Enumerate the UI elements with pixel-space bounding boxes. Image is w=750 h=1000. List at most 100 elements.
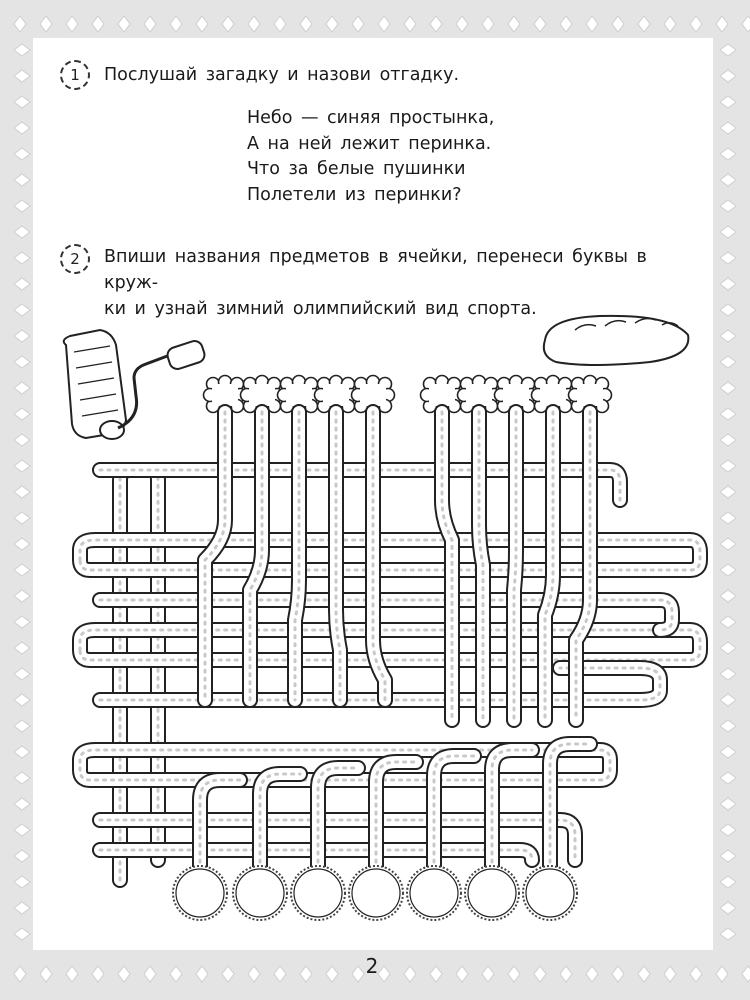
lace-ornament (273, 965, 287, 983)
lace-ornament (13, 745, 31, 759)
bread-loaf-icon (542, 314, 690, 366)
lace-ornament (13, 355, 31, 369)
lace-ornament (13, 771, 31, 785)
maze-tube (426, 748, 482, 878)
lace-ornament (719, 537, 737, 551)
lace-ornament (403, 965, 417, 983)
lace-ornament (13, 719, 31, 733)
lace-ornament (13, 563, 31, 577)
lace-ornament (689, 15, 703, 33)
lace-ornament (13, 121, 31, 135)
lace-ornament (719, 589, 737, 603)
paint-roller-icon (62, 328, 206, 440)
lace-ornament (719, 485, 737, 499)
lace-ornament (13, 511, 31, 525)
lace-ornament (325, 15, 339, 33)
maze-tube (484, 742, 540, 878)
lace-ornament (689, 965, 703, 983)
maze-tube (92, 592, 680, 638)
answer-circles (172, 865, 578, 921)
lace-ornament (719, 511, 737, 525)
maze-tube (92, 462, 628, 508)
lace-ornament (719, 433, 737, 447)
lace-ornament (719, 771, 737, 785)
lace-ornament (13, 147, 31, 161)
lace-ornament (351, 15, 365, 33)
maze-tube (92, 812, 583, 868)
lace-ornament (719, 693, 737, 707)
lace-ornament (719, 563, 737, 577)
answer-circle[interactable] (522, 865, 578, 921)
lace-ornament (195, 15, 209, 33)
riddle-line: Полетели из перинки? (247, 184, 462, 205)
lace-ornament (585, 965, 599, 983)
lace-ornament (13, 615, 31, 629)
lace-ornament (247, 15, 261, 33)
lace-ornament (325, 965, 339, 983)
lace-ornament (247, 965, 261, 983)
lace-ornament (719, 147, 737, 161)
lace-ornament (481, 15, 495, 33)
lace-ornament (13, 965, 27, 983)
maze-tube (72, 742, 618, 788)
lace-ornament (533, 965, 547, 983)
lace-ornament (719, 381, 737, 395)
lace-ornament (13, 693, 31, 707)
lace-ornament (719, 615, 737, 629)
lace-ornament (719, 875, 737, 889)
lace-ornament (351, 965, 365, 983)
lace-ornament (719, 95, 737, 109)
lace-ornament (611, 15, 625, 33)
lace-ornament (719, 355, 737, 369)
lace-ornament (169, 15, 183, 33)
lace-ornament (719, 121, 737, 135)
riddle-line: Небо — синяя простынка, (247, 108, 495, 128)
lace-ornament (719, 849, 737, 863)
lace-ornament (13, 901, 31, 915)
lace-ornament (377, 15, 391, 33)
maze-tube (365, 404, 393, 708)
lace-ornament (663, 15, 677, 33)
lace-ornament (13, 485, 31, 499)
lace-ornament (719, 407, 737, 421)
lace-ornament (13, 225, 31, 239)
lace-ornament (719, 797, 737, 811)
lace-ornament (221, 15, 235, 33)
lace-ornament (403, 15, 417, 33)
lace-ornament (719, 823, 737, 837)
task-2-instruction-line: ки и узнай зимний олимпийский вид спорта… (104, 299, 537, 319)
lace-ornament (169, 965, 183, 983)
lace-ornament (91, 965, 105, 983)
answer-circle[interactable] (232, 865, 288, 921)
lace-ornament (637, 15, 651, 33)
answer-circle[interactable] (290, 865, 346, 921)
lace-ornament (719, 277, 737, 291)
answer-circle[interactable] (348, 865, 404, 921)
answer-circle[interactable] (464, 865, 520, 921)
lace-ornament (13, 407, 31, 421)
maze-tube (542, 736, 598, 878)
lace-ornament (13, 15, 27, 33)
maze-tube (72, 532, 708, 578)
lace-ornament (741, 965, 750, 983)
riddle-line: Что за белые пушинки (247, 159, 466, 179)
lace-ornament (719, 641, 737, 655)
word-cell[interactable] (419, 374, 465, 416)
lace-ornament (719, 901, 737, 915)
lace-ornament (13, 95, 31, 109)
lace-ornament (13, 537, 31, 551)
lace-ornament (663, 965, 677, 983)
lace-ornament (719, 173, 737, 187)
lace-ornament (507, 15, 521, 33)
lace-ornament (719, 667, 737, 681)
answer-circle[interactable] (172, 865, 228, 921)
lace-ornament (719, 43, 737, 57)
task-1-instruction: Послушай загадку и назови отгадку. (104, 65, 460, 85)
lace-ornament (455, 965, 469, 983)
lace-ornament (13, 69, 31, 83)
lace-ornament (13, 277, 31, 291)
answer-circle[interactable] (406, 865, 462, 921)
lace-ornament (13, 329, 31, 343)
maze-tube (310, 760, 366, 878)
